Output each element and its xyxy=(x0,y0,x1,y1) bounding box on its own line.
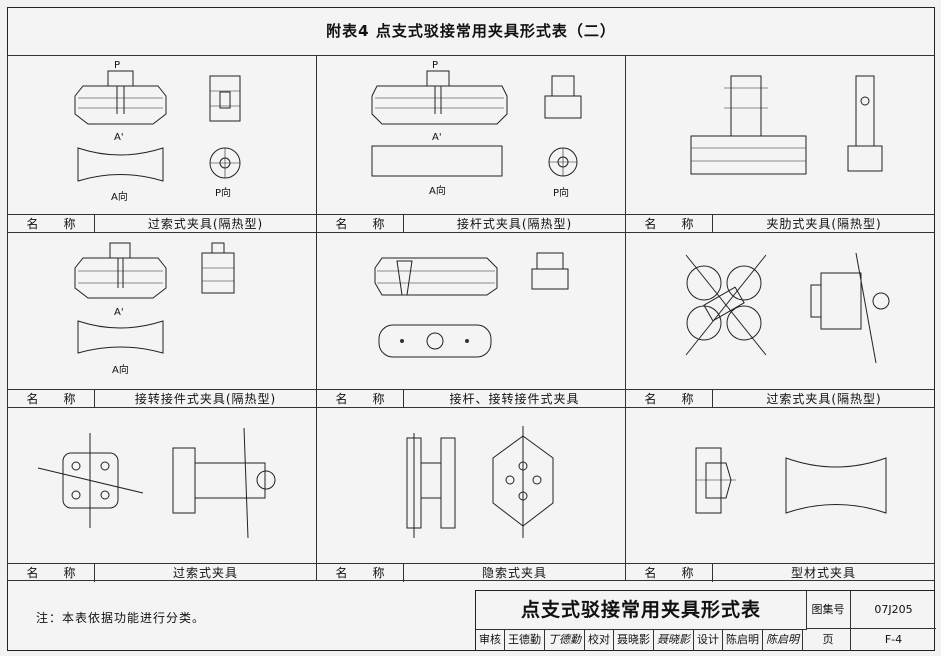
clamp-cell-9: 名称 型材式夹具 xyxy=(625,407,935,582)
mark-a-label: A' xyxy=(432,132,442,143)
name-row-5: 名称 接杆、接转接件式夹具 xyxy=(317,389,625,408)
name-row-3: 名称 夹肋式夹具(隔热型) xyxy=(626,214,935,233)
clamp-name-4: 接转接件式夹具(隔热型) xyxy=(134,392,277,406)
atlas-label: 图集号 xyxy=(806,591,851,629)
clamp-table: P A' A向 P向 名称 过索式夹具(隔热型) P A' A向 xyxy=(7,55,935,582)
clamp-name-5: 接杆、接转接件式夹具 xyxy=(449,392,580,406)
review-label: 审核 xyxy=(476,629,505,651)
designer-name: 陈启明 xyxy=(723,629,763,651)
clamp-name-2: 接杆式夹具(隔热型) xyxy=(456,217,573,231)
clamp-name-7: 过索式夹具 xyxy=(172,566,238,580)
page-title: 附表4 点支式驳接常用夹具形式表（二） xyxy=(326,22,616,40)
clamp-drawing-5 xyxy=(374,252,569,358)
page-number: F-4 xyxy=(884,633,903,646)
clamp-drawing-2: P A' A向 P向 xyxy=(371,60,582,199)
clamp-cell-5: 名称 接杆、接转接件式夹具 xyxy=(316,232,625,408)
reviewer-signature: 丁德勤 xyxy=(545,629,585,651)
name-row-4: 名称 接转接件式夹具(隔热型) xyxy=(8,389,316,408)
checker-name: 聂晓影 xyxy=(614,629,654,651)
name-row-1: 名称 过索式夹具(隔热型) xyxy=(8,214,316,233)
atlas-number: 07J205 xyxy=(851,591,936,629)
clamp-drawing-3 xyxy=(690,75,883,175)
mark-p-label: P xyxy=(114,60,120,71)
mark-a-view-label: A向 xyxy=(112,363,129,376)
mark-p-label: P xyxy=(432,60,438,71)
footnote: 注：本表依据功能进行分类。 xyxy=(36,611,206,625)
check-label: 校对 xyxy=(585,629,614,651)
checker-signature: 聂晓影 xyxy=(654,629,694,651)
clamp-cell-7: 名称 过索式夹具 xyxy=(7,407,316,582)
clamp-name-6: 过索式夹具(隔热型) xyxy=(766,392,882,406)
title-block-main: 点支式驳接常用夹具形式表 xyxy=(476,591,807,630)
clamp-cell-8: 名称 隐索式夹具 xyxy=(316,407,625,582)
clamp-name-3: 夹肋式夹具(隔热型) xyxy=(766,217,882,231)
mark-a-view-label: A向 xyxy=(429,184,446,197)
name-row-6: 名称 过索式夹具(隔热型) xyxy=(626,389,935,408)
drawing-frame xyxy=(7,7,935,651)
clamp-cell-2: P A' A向 P向 名称 接杆式夹具(隔热型) xyxy=(316,55,625,233)
signature-row: 审核 王德勤 丁德勤 校对 聂晓影 聂晓影 设计 陈启明 陈启明 xyxy=(476,629,803,651)
mark-a-label: A' xyxy=(114,132,124,143)
clamp-name-9: 型材式夹具 xyxy=(790,566,856,580)
name-row-8: 名称 隐索式夹具 xyxy=(317,563,625,582)
mark-p-view-label: P向 xyxy=(215,186,231,199)
name-row-2: 名称 接杆式夹具(隔热型) xyxy=(317,214,625,233)
clamp-drawing-9 xyxy=(695,447,887,514)
clamp-cell-4: A' A向 名称 接转接件式夹具(隔热型) xyxy=(7,232,316,408)
clamp-cell-1: P A' A向 P向 名称 过索式夹具(隔热型) xyxy=(7,55,316,233)
clamp-name-1: 过索式夹具(隔热型) xyxy=(147,217,264,231)
mark-p-view-label: P向 xyxy=(553,186,569,199)
name-row-9: 名称 型材式夹具 xyxy=(626,563,934,582)
designer-signature: 陈启明 xyxy=(763,629,803,651)
clamp-drawing-4: A' A向 xyxy=(74,242,235,376)
clamp-drawing-1: P A' A向 P向 xyxy=(74,60,241,203)
page-label: 页 xyxy=(806,629,851,651)
clamp-cell-6: 名称 过索式夹具(隔热型) xyxy=(625,232,935,408)
clamp-cell-3: 名称 夹肋式夹具(隔热型) xyxy=(625,55,935,233)
clamp-name-8: 隐索式夹具 xyxy=(481,566,547,580)
title-block: 点支式驳接常用夹具形式表 图集号 07J205 审核 王德勤 丁德勤 校对 聂晓… xyxy=(475,590,936,651)
mark-a-label: A' xyxy=(114,307,124,318)
clamp-drawing-7 xyxy=(37,427,276,539)
design-label: 设计 xyxy=(694,629,723,651)
mark-a-view-label: A向 xyxy=(111,190,128,203)
clamp-drawing-6 xyxy=(685,252,890,364)
clamp-drawing-8 xyxy=(406,426,554,538)
reviewer-name: 王德勤 xyxy=(505,629,545,651)
name-row-7: 名称 过索式夹具 xyxy=(8,563,316,582)
